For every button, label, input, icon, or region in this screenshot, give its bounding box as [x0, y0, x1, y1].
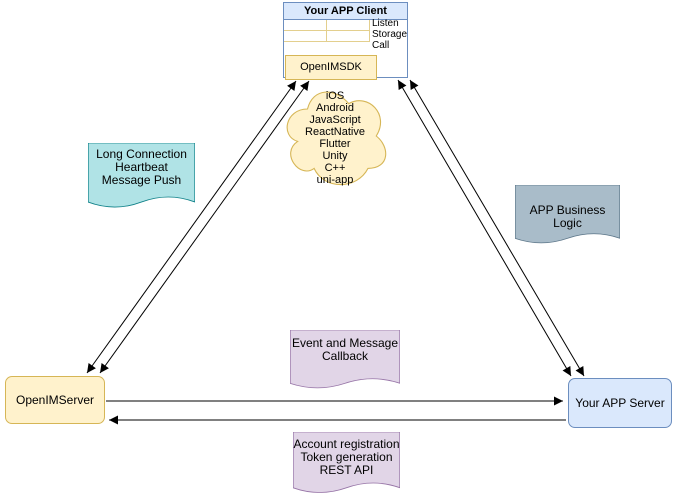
platform-line: Android [316, 102, 354, 114]
note-long-connection-text: Long Connection Heartbeat Message Push [88, 143, 195, 187]
platform-line: uni-app [316, 174, 354, 186]
edge-openimsdk-openimserver-a [86, 80, 297, 374]
note-line: Account registration [293, 437, 400, 451]
client-grid [284, 20, 370, 42]
app-server-label: Your APP Server [575, 396, 665, 410]
client-label-call: Call [372, 40, 390, 51]
openimsdk-node: OpenIMSDK [285, 55, 377, 80]
client-label-listen: Listen [372, 18, 399, 29]
client-grid-cell [284, 20, 327, 31]
document-shape [515, 185, 620, 244]
note-line: REST API [319, 463, 374, 477]
note-line: APP Business Logic [529, 203, 606, 230]
platform-line: C++ [324, 162, 346, 174]
document-shape [290, 330, 400, 389]
client-label-storage: Storage [372, 29, 408, 40]
client-grid-cell [327, 20, 370, 31]
openimserver-label: OpenIMServer [15, 393, 95, 407]
note-line: Token generation [300, 450, 393, 464]
app-server-node: Your APP Server [568, 378, 672, 428]
app-client-node: Your APP Client Listen Storage Call Open… [283, 2, 408, 80]
note-line: Message Push [101, 173, 182, 187]
client-interface-labels: Listen Storage Call [372, 18, 408, 51]
cloud-shape [286, 91, 387, 185]
note-rest-api: Account registration Token generation RE… [293, 432, 400, 500]
openimserver-node: OpenIMServer [5, 376, 105, 424]
note-line: Heartbeat [115, 160, 168, 174]
edge-appclient-appserver-b [409, 79, 585, 377]
note-line: Event and Message [291, 336, 399, 350]
app-client-title: Your APP Client [284, 3, 407, 20]
note-app-business-logic: APP Business Logic [515, 185, 620, 250]
platform-line: Flutter [319, 138, 351, 150]
note-rest-api-text: Account registration Token generation RE… [293, 432, 400, 477]
platform-line: ReactNative [305, 126, 365, 138]
client-grid-cell [284, 31, 327, 42]
platform-line: iOS [325, 90, 345, 102]
platform-cloud-node: iOS Android JavaScript ReactNative Flutt… [280, 82, 390, 190]
note-event-callback-text: Event and Message Callback [290, 330, 400, 363]
note-long-connection: Long Connection Heartbeat Message Push [88, 143, 195, 215]
platform-line: JavaScript [309, 114, 361, 126]
platform-list: iOS Android JavaScript ReactNative Flutt… [280, 82, 390, 186]
document-shape [88, 143, 195, 208]
note-app-business-logic-text: APP Business Logic [515, 185, 620, 230]
client-grid-cell [327, 31, 370, 42]
document-shape [293, 432, 400, 493]
platform-line: Unity [322, 150, 348, 162]
note-line: Long Connection [96, 147, 187, 161]
note-line: Callback [321, 349, 369, 363]
note-event-callback: Event and Message Callback [290, 330, 400, 395]
edge-openimsdk-openimserver-b [99, 80, 310, 374]
